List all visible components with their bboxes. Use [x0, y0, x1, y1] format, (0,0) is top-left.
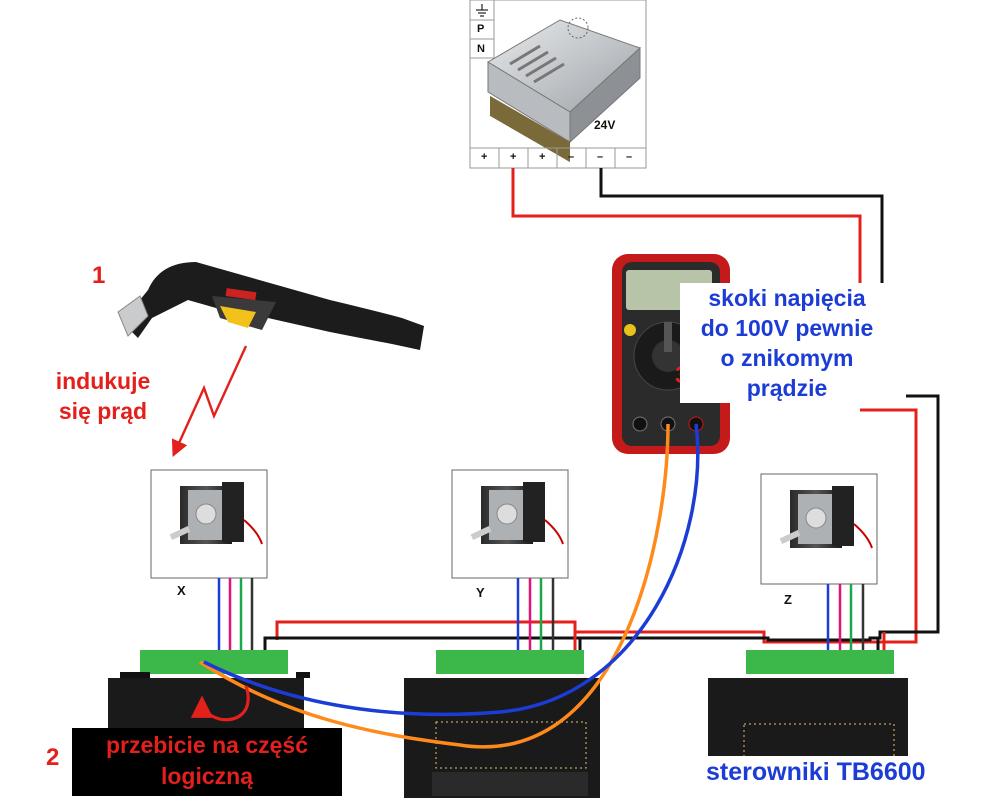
induction-note: indukuje się prąd: [28, 366, 178, 426]
voltage-spikes-note: skoki napięcia do 100V pewnie o znikomym…: [680, 283, 894, 403]
torch-trigger: [220, 306, 256, 328]
breakdown-note: przebicie na część logiczną: [72, 728, 342, 796]
terminal-n: N: [477, 43, 485, 55]
dc-terminal-2: +: [510, 151, 517, 163]
induction-note-line: się prąd: [58, 398, 148, 424]
motor-wires-z: [826, 584, 865, 652]
supply-bus-negative: [263, 394, 940, 650]
axis-label-x: X: [177, 583, 186, 598]
ground-icon: [476, 4, 488, 17]
dc-terminal-4: –: [568, 151, 575, 163]
step-1-marker: 1: [92, 262, 106, 289]
psu-vent-grille: [509, 17, 589, 84]
power-supply: [469, 0, 647, 169]
breakdown-note-line: logiczną: [160, 763, 253, 789]
axis-label-y: Y: [476, 585, 485, 600]
stepper-motor-z: [760, 473, 878, 585]
dc-terminal-6: –: [626, 151, 633, 163]
terminal-p: P: [477, 23, 485, 35]
supply-bus-positive: [275, 408, 918, 644]
probe-lead-orange: [199, 423, 670, 749]
lightning-arrow-icon: [171, 345, 248, 458]
step-2-marker: 2: [46, 744, 60, 771]
plasma-torch: [117, 262, 424, 350]
supply-wire-positive: [511, 168, 862, 285]
dc-terminal-5: –: [597, 151, 604, 163]
axis-label-z: Z: [784, 592, 792, 607]
spikes-note-line: do 100V pewnie: [700, 315, 874, 341]
stepper-motor-y: [451, 469, 569, 579]
psu-screw-terminals: [490, 95, 570, 163]
spikes-note-line: o znikomym: [720, 345, 854, 371]
supply-wire-negative: [599, 168, 884, 285]
dc-terminal-3: +: [539, 151, 546, 163]
dc-terminal-1: +: [481, 151, 488, 163]
induction-note-line: indukuje: [55, 368, 151, 394]
stepper-motor-x: [150, 469, 268, 579]
motor-wires-x: [217, 578, 254, 652]
psu-voltage-label: 24V: [594, 118, 616, 132]
spikes-note-line: prądzie: [746, 375, 828, 401]
breakdown-note-line: przebicie na część: [106, 732, 308, 758]
breakdown-arrow-icon: [190, 685, 250, 722]
motor-wires-y: [516, 578, 555, 652]
spikes-note-line: skoki napięcia: [708, 285, 866, 311]
probe-lead-blue: [203, 423, 700, 717]
driver-y: [404, 650, 600, 798]
torch-nozzle: [117, 295, 149, 337]
drivers-caption: sterowniki TB6600: [700, 756, 932, 789]
